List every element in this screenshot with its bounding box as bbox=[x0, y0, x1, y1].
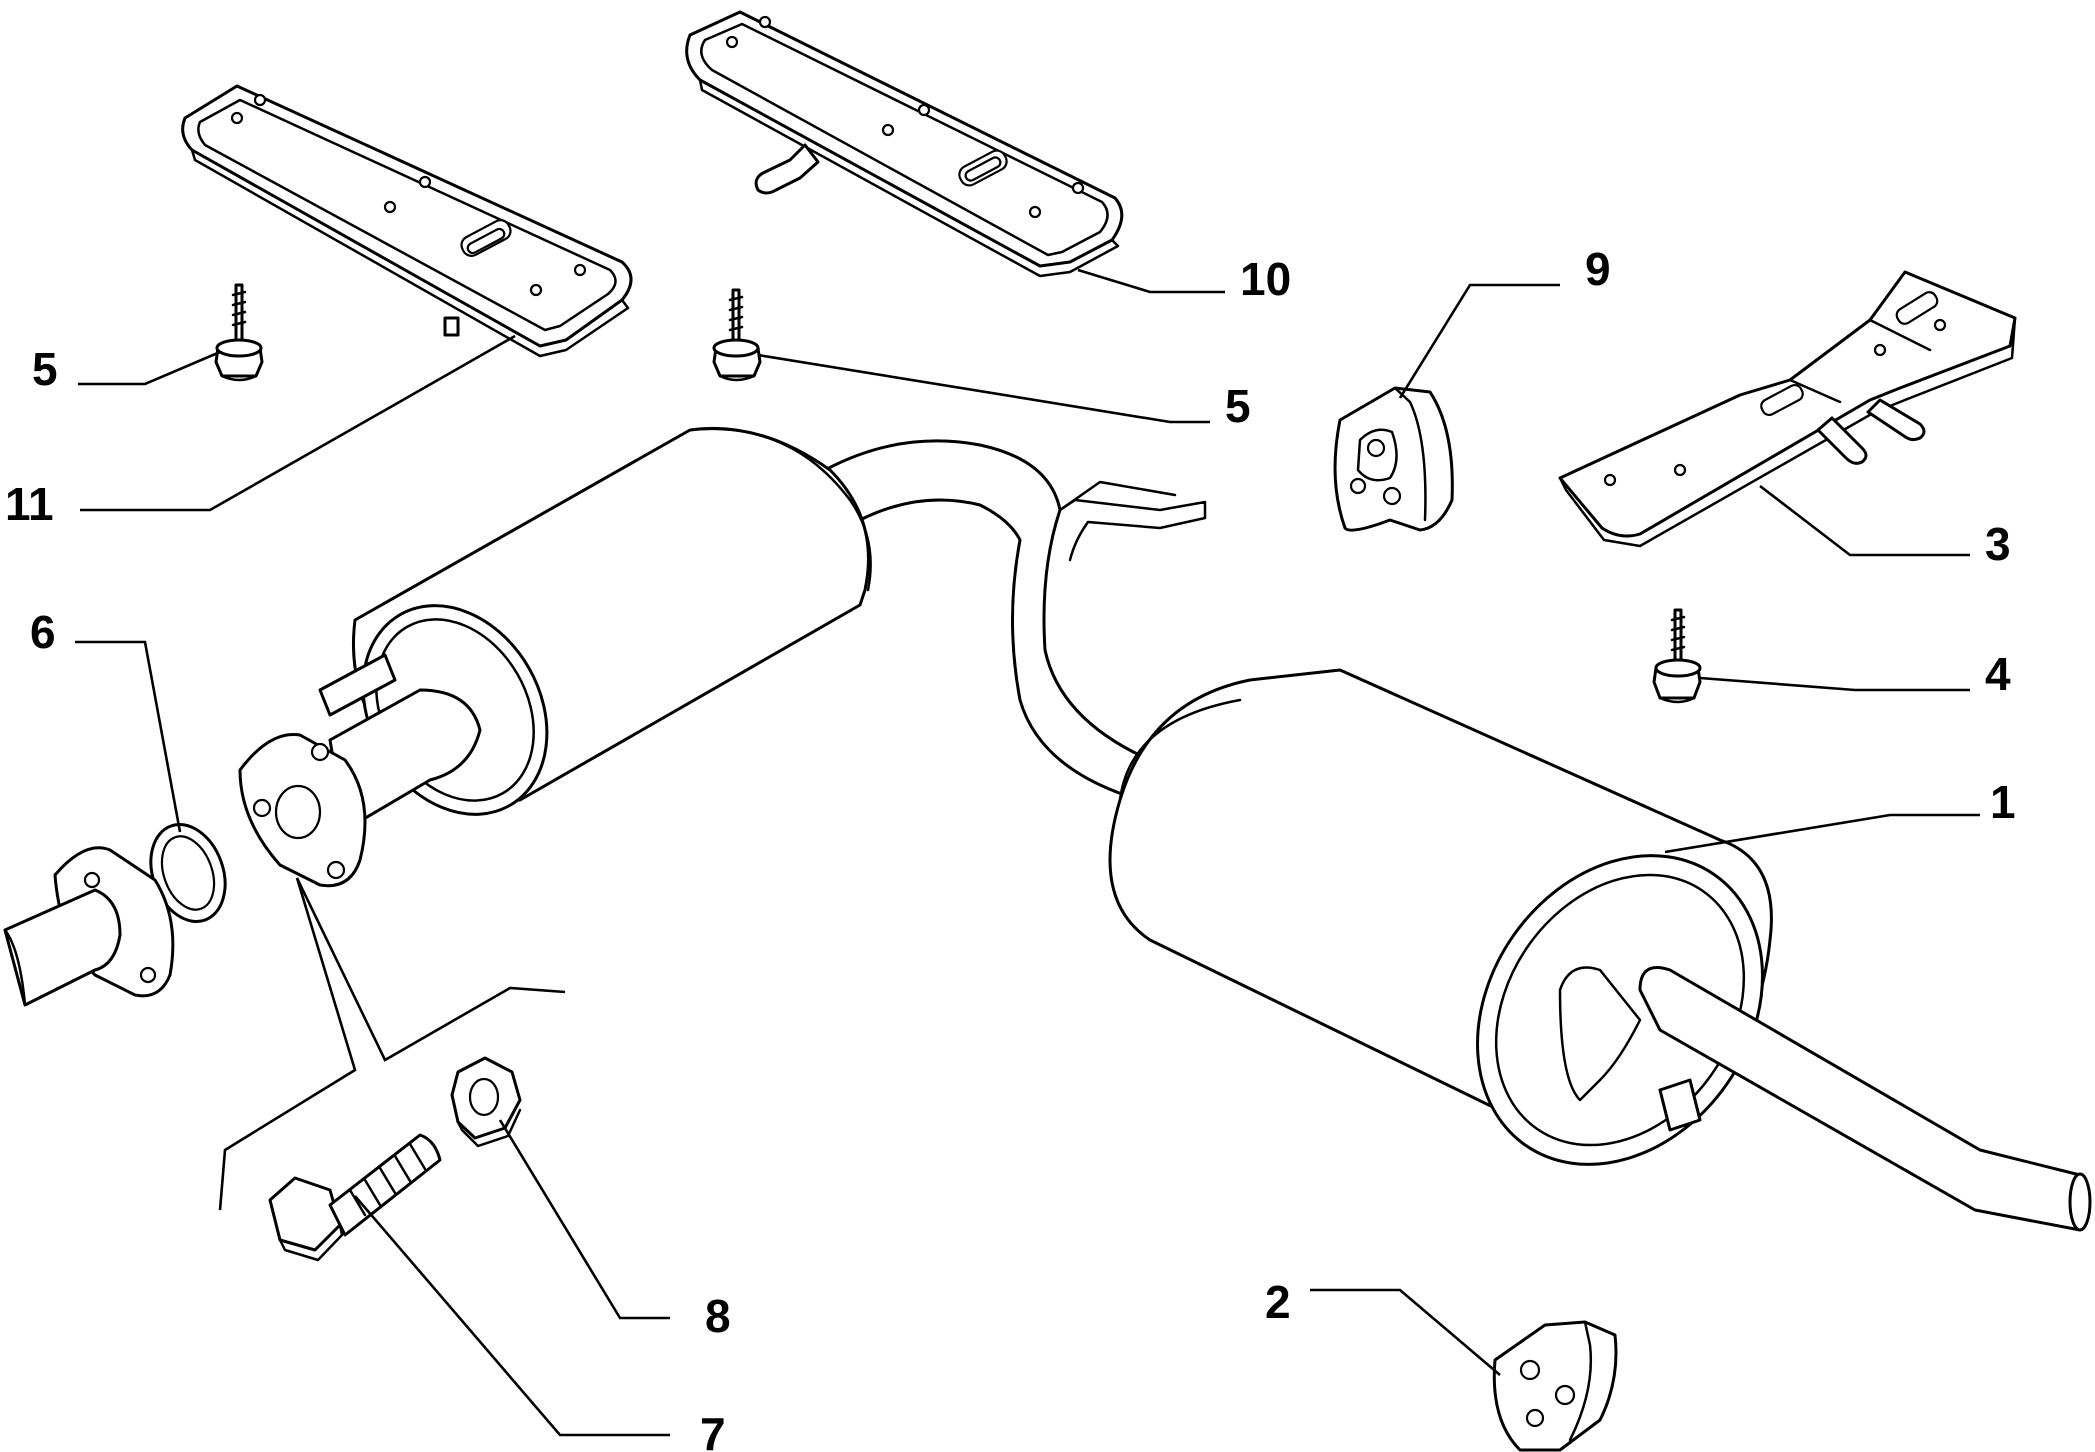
leader-6 bbox=[75, 640, 182, 833]
leader-5a bbox=[78, 350, 221, 386]
rubber-mount-2 bbox=[1492, 1320, 1618, 1452]
leader-flange-a bbox=[218, 877, 357, 1211]
leader-flange-b bbox=[295, 877, 566, 1062]
callout-2: 2 bbox=[1265, 1276, 1291, 1328]
leader-4 bbox=[1699, 676, 1970, 692]
leader-3 bbox=[1759, 484, 1970, 557]
bolt-7 bbox=[268, 1133, 442, 1262]
callout-6: 6 bbox=[30, 606, 56, 658]
callout-5-left: 5 bbox=[32, 343, 58, 395]
leader-2 bbox=[1310, 1288, 1501, 1376]
rubber-mount-9 bbox=[1333, 386, 1454, 532]
screw-4 bbox=[1652, 608, 1702, 704]
callout-4: 4 bbox=[1985, 648, 2011, 700]
callout-8: 8 bbox=[705, 1290, 731, 1342]
screw-5-center bbox=[712, 288, 762, 382]
heat-shield-left bbox=[181, 84, 633, 358]
callout-11: 11 bbox=[5, 478, 54, 530]
leader-7 bbox=[354, 1195, 670, 1437]
callout-7: 7 bbox=[700, 1408, 726, 1452]
leader-lines bbox=[75, 268, 1980, 1437]
callout-1: 1 bbox=[1990, 776, 2016, 828]
leader-10 bbox=[1077, 268, 1225, 294]
callout-labels: 1 2 3 4 5 5 6 7 8 9 10 11 bbox=[5, 243, 2016, 1452]
exhaust-downpipe-stub bbox=[3, 846, 175, 1007]
leader-9 bbox=[1398, 283, 1560, 399]
bracket-3 bbox=[1558, 270, 2017, 548]
exhaust-assembly-1 bbox=[238, 426, 2092, 1232]
callout-9: 9 bbox=[1585, 243, 1611, 295]
screw-5-left bbox=[214, 283, 264, 382]
callout-10: 10 bbox=[1240, 253, 1291, 305]
leader-1 bbox=[1664, 813, 1980, 854]
leader-11 bbox=[80, 334, 516, 512]
leader-8 bbox=[498, 1119, 670, 1320]
callout-3: 3 bbox=[1985, 518, 2011, 570]
leader-5b bbox=[757, 353, 1210, 424]
heat-shield-center bbox=[685, 10, 1124, 278]
nut-8 bbox=[450, 1056, 522, 1148]
callout-5-center: 5 bbox=[1225, 380, 1251, 432]
